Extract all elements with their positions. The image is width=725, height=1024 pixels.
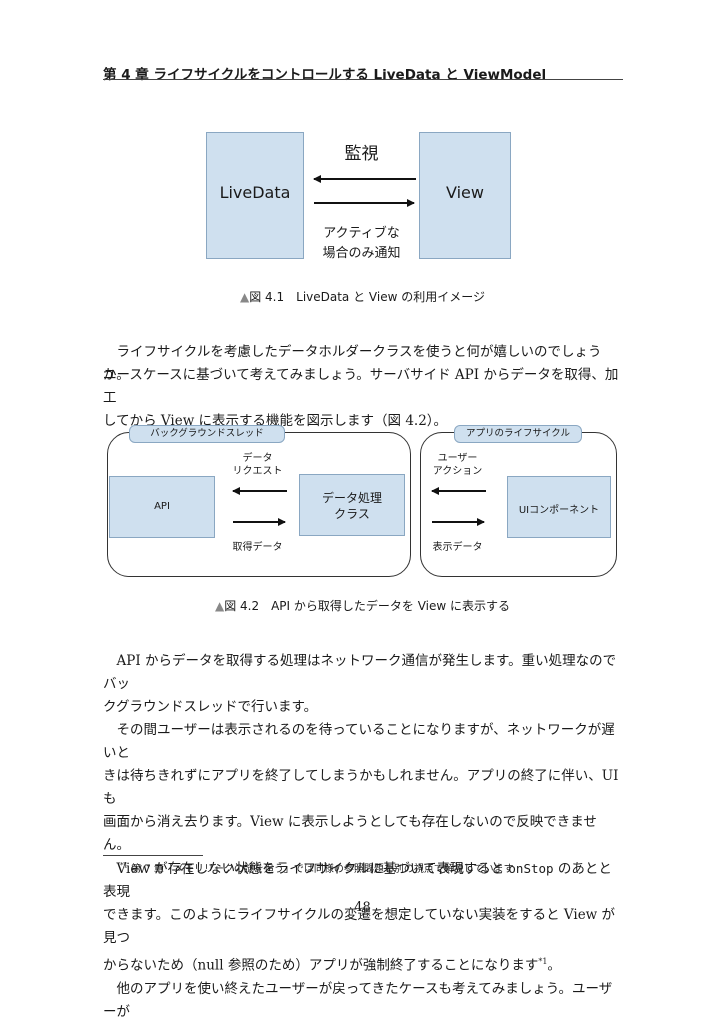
- onstop-code: onStop: [508, 861, 554, 876]
- notify-label-line1: アクティブな: [323, 226, 400, 241]
- footnote-text: 第 7 章「メモリリークの謎を追う」では同様の参照問題を別の視点で解説しています: [131, 864, 514, 875]
- user-action-label: ユーザー アクション: [420, 452, 495, 478]
- paragraph-1-line-1: ライフサイクルを考慮したデータホルダークラスを使うと何が嬉しいのでしょうか。: [103, 344, 602, 383]
- data-request-line2: リクエスト: [232, 466, 283, 477]
- livedata-box: LiveData: [206, 132, 304, 259]
- observe-label: 監視: [344, 144, 379, 164]
- footnote-mark: *1: [120, 861, 128, 870]
- user-action-line1: ユーザー: [437, 453, 478, 464]
- paragraph-2-line-9: 他のアプリを使い終えたユーザーが戻ってきたケースも考えてみましょう。ユーザーが: [103, 980, 613, 1020]
- caption-triangle-icon: ▲: [214, 599, 225, 613]
- data-process-line2: クラス: [334, 507, 370, 521]
- view-box-label: View: [446, 183, 484, 202]
- figure-4-2-caption-text: 図 4.2 API から取得したデータを View に表示する: [224, 599, 511, 613]
- ui-component-box-label: UIコンポーネント: [518, 505, 600, 516]
- figure-4-1-caption-text: 図 4.1 LiveData と View の利用イメージ: [249, 290, 485, 304]
- line8-pre: からないため（null 参照のため）アプリが強制終了することになります: [103, 957, 539, 974]
- livedata-box-label: LiveData: [219, 183, 291, 202]
- paragraph-1-line-2: ユースケースに基づいて考えてみましょう。サーバサイド API からデータを取得、…: [103, 367, 619, 406]
- footnote-ref: *1: [538, 957, 548, 966]
- paragraph-2-line-1: API からデータを取得する処理はネットワーク通信が発生します。重い処理なのでバ…: [103, 653, 617, 692]
- notify-label-line2: 場合のみ通知: [322, 246, 401, 261]
- paragraph-2-line-6: View が存在しない状態をライフサイクルに基づいて表現すると onStop の…: [103, 857, 623, 904]
- api-box-label: API: [154, 501, 170, 512]
- data-process-box: データ処理 クラス: [299, 474, 405, 536]
- line6-pre: View が存在しない状態をライフサイクルに基づいて表現すると: [116, 861, 505, 877]
- data-process-box-label: データ処理 クラス: [300, 490, 404, 522]
- data-request-line1: データ: [242, 453, 273, 464]
- paragraph-2: API からデータを取得する処理はネットワーク通信が発生します。重い処理なのでバ…: [103, 650, 623, 1024]
- paragraph-2-line-3: その間ユーザーは表示されるのを待っていることになりますが、ネットワークが遅いと: [103, 722, 615, 761]
- background-thread-tag: バックグラウンドスレッド: [129, 425, 285, 443]
- paragraph-2-line-8: からないため（null 参照のため）アプリが強制終了することになります*1。: [103, 950, 623, 978]
- ui-component-box: UIコンポーネント: [507, 476, 611, 538]
- display-data-label: 表示データ: [432, 542, 483, 553]
- figure-4-2-caption: ▲図 4.2 API から取得したデータを View に表示する: [0, 597, 725, 614]
- app-lifecycle-tag: アプリのライフサイクル: [454, 425, 582, 443]
- data-process-line1: データ処理: [321, 491, 382, 505]
- user-action-line2: アクション: [432, 466, 483, 477]
- acquired-data-label: 取得データ: [232, 542, 283, 553]
- paragraph-2-line-7: できます。このようにライフサイクルの変遷を想定していない実装をすると View …: [103, 907, 616, 946]
- caption-triangle-icon: ▲: [240, 290, 250, 304]
- paragraph-1: ライフサイクルを考慮したデータホルダークラスを使うと何が嬉しいのでしょうか。: [103, 341, 623, 387]
- line6-post: のあとと表現: [103, 861, 612, 900]
- header-rule: [103, 79, 623, 80]
- notify-label: アクティブな 場合のみ通知: [304, 224, 419, 264]
- paragraph-2-line-4: きは待ちきれずにアプリを終了してしまうかもしれません。アプリの終了に伴い、UI …: [103, 768, 619, 807]
- line8-post: 。: [547, 957, 561, 974]
- figure-4-1-caption: ▲図 4.1 LiveData と View の利用イメージ: [0, 288, 725, 305]
- view-box: View: [419, 132, 511, 259]
- api-box: API: [109, 476, 215, 538]
- data-request-label: データ リクエスト: [220, 452, 295, 478]
- footnote-rule: [103, 855, 203, 856]
- footnote: *1 第 7 章「メモリリークの謎を追う」では同様の参照問題を別の視点で解説して…: [120, 860, 514, 875]
- page-number: 48: [354, 900, 371, 915]
- paragraph-2-line-2: クグラウンドスレッドで行います。: [103, 699, 318, 715]
- paragraph-2-line-5: 画面から消え去ります。View に表示しようとしても存在しないので反映できません…: [103, 814, 597, 853]
